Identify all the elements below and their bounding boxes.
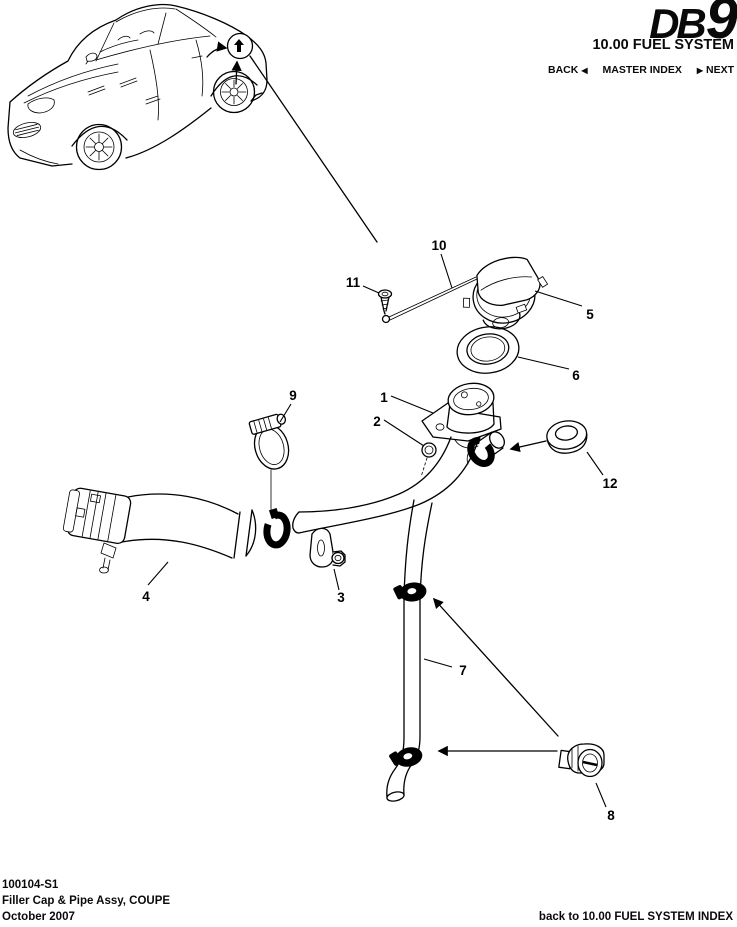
part-tether-strap [381,276,478,324]
part-hose [62,487,257,574]
part-hose-clamp [248,413,290,470]
pipe-clip-upper [393,582,427,602]
callout-9: 9 [289,388,297,403]
pipe-clip-lower [389,747,423,767]
part-bracket [309,527,346,568]
curved-arrow [206,41,228,58]
callout-6: 6 [572,368,580,383]
up-arrow [231,60,242,85]
part-fuel-cap [462,256,549,330]
logo-9-text: 9 [705,0,737,51]
next-arrow-icon[interactable]: ▶ [696,65,703,75]
filler-flap-icon [234,39,244,52]
figure-title: Filler Cap & Pipe Assy, COUPE [2,895,171,907]
callout-10: 10 [431,238,446,253]
leader-lines [147,253,607,808]
filler-location-callout [206,32,378,243]
clip-upper-arrow [432,597,559,737]
db9-logo: DB 9 [649,0,737,51]
nav-next-link[interactable]: NEXT [705,64,734,76]
part-grommet [546,420,588,454]
joint-clamp [263,507,291,549]
logo-db-text: DB [649,0,707,47]
stub-clamp [467,437,495,467]
callout-5: 5 [586,307,594,322]
callout-11: 11 [346,275,361,290]
part-screw [377,289,393,315]
leader-to-diagram [249,55,378,243]
part-seal-ring [456,326,520,374]
rear-wheel [212,70,256,114]
callout-7: 7 [459,663,467,678]
front-wheel [75,123,123,171]
callout-8: 8 [607,808,615,823]
part-pipe-clip [558,743,605,778]
nav-bar: BACK ◀ MASTER INDEX ▶ NEXT [548,64,734,76]
callout-2: 2 [373,414,381,429]
callout-1: 1 [380,390,388,405]
callout-4: 4 [142,589,150,604]
back-arrow-icon[interactable]: ◀ [581,65,588,75]
part-nut [420,442,437,478]
document-number: 100104-S1 [2,879,59,891]
section-title: 10.00 FUEL SYSTEM [592,37,734,53]
part-filler-pipe [292,431,505,802]
callout-12: 12 [602,476,617,491]
back-to-index-link[interactable]: back to 10.00 FUEL SYSTEM INDEX [538,911,733,923]
car-inset-illustration [7,3,268,171]
part-filler-neck [421,382,502,449]
callout-3: 3 [337,590,345,605]
nav-master-index-link[interactable]: MASTER INDEX [602,64,682,76]
figure-date: October 2007 [2,911,75,923]
grommet-arrow [509,440,547,453]
nav-back-link[interactable]: BACK [547,64,579,76]
assembly-arrows [432,440,559,757]
